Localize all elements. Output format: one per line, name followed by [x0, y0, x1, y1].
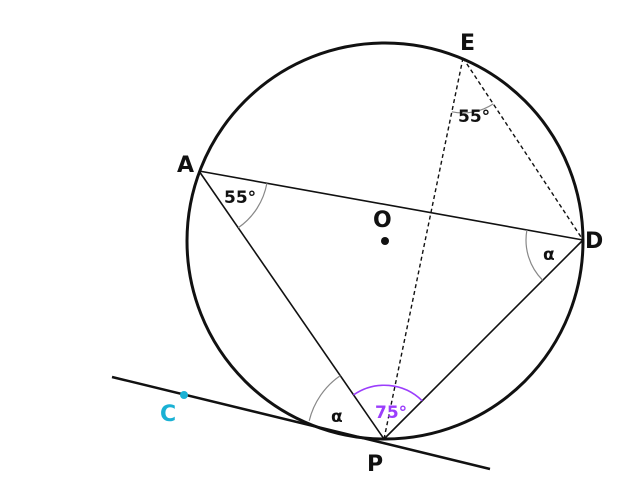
- angle-label-D: α: [543, 245, 555, 265]
- angle-arc-P-tangent: [308, 375, 341, 421]
- label-A: A: [177, 153, 194, 178]
- label-P: P: [367, 452, 383, 477]
- tangent-line: [111, 375, 491, 471]
- chord-PD: [383, 239, 584, 440]
- angle-arc-E: [451, 103, 494, 114]
- angle-label-P-tangent: α: [331, 407, 343, 427]
- angle-label-E: 55°: [458, 107, 490, 127]
- angle-arc-P-75: [353, 384, 423, 402]
- chord-ED-dashed: [462, 57, 584, 241]
- label-C: C: [160, 402, 176, 427]
- angle-arc-A: [237, 183, 268, 229]
- center-dot: [381, 237, 389, 245]
- point-C-dot: [180, 391, 188, 399]
- chord-AD: [198, 170, 584, 241]
- angle-label-P-75: 75°: [375, 403, 407, 423]
- label-O: O: [373, 208, 392, 233]
- label-E: E: [460, 31, 475, 56]
- angle-arc-D: [525, 229, 544, 281]
- angle-label-A: 55°: [224, 188, 256, 208]
- chord-AP: [198, 170, 385, 440]
- chord-EP-dashed: [383, 57, 464, 440]
- label-D: D: [585, 229, 603, 254]
